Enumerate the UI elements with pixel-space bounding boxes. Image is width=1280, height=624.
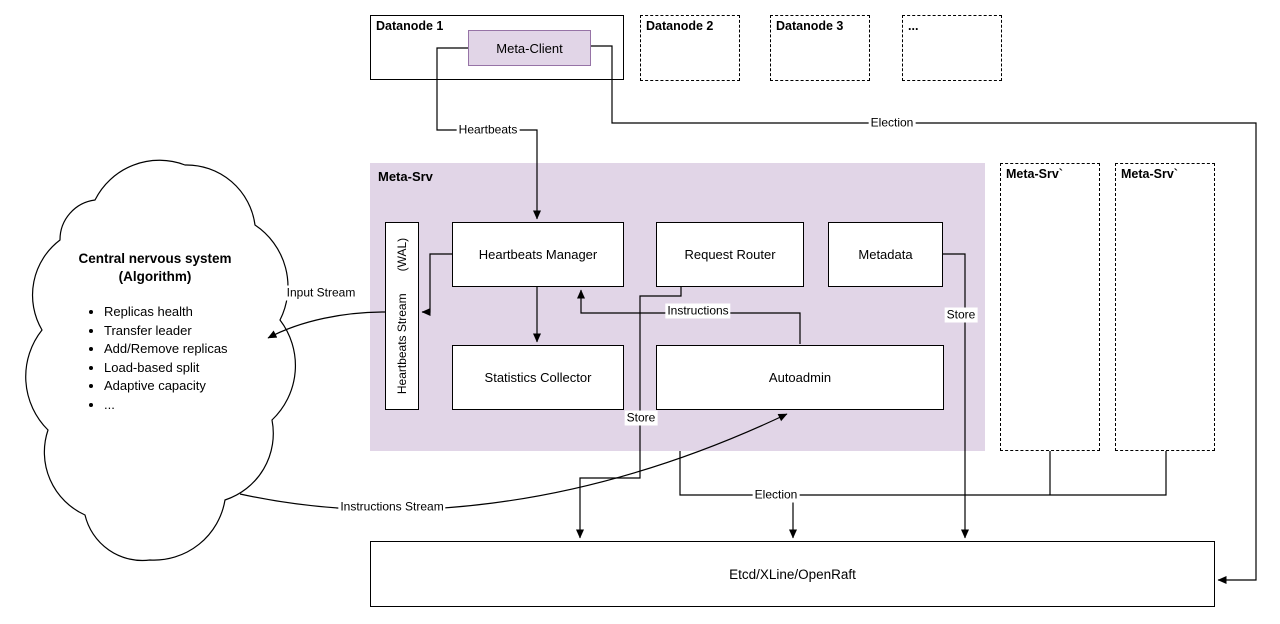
statistics-collector-label: Statistics Collector bbox=[484, 370, 592, 385]
cloud-item: Add/Remove replicas bbox=[104, 340, 288, 359]
cloud-title: Central nervous system (Algorithm) bbox=[45, 250, 265, 286]
datanode-more-box: ... bbox=[902, 15, 1002, 81]
cloud-item: Transfer leader bbox=[104, 322, 288, 341]
wal-label: Heartbeats Stream (WAL) bbox=[395, 224, 409, 408]
meta-srv-title: Meta-Srv bbox=[378, 169, 433, 184]
request-router-box: Request Router bbox=[656, 222, 804, 287]
datanode-1-label: Datanode 1 bbox=[376, 19, 444, 33]
meta-srv-standby-2-box: Meta-Srv` bbox=[1115, 163, 1215, 451]
cloud-title-line1: Central nervous system bbox=[78, 251, 232, 266]
heartbeats-stream-wal-box: Heartbeats Stream (WAL) bbox=[385, 222, 419, 410]
heartbeats-manager-box: Heartbeats Manager bbox=[452, 222, 624, 287]
instructions-edge-label: Instructions bbox=[665, 303, 731, 319]
meta-client-box: Meta-Client bbox=[468, 30, 591, 66]
meta-srv-standby-1-label: Meta-Srv` bbox=[1006, 167, 1063, 181]
cloud-item-list: Replicas health Transfer leader Add/Remo… bbox=[88, 303, 288, 414]
instructions-stream-edge-label: Instructions Stream bbox=[338, 499, 446, 515]
statistics-collector-box: Statistics Collector bbox=[452, 345, 624, 410]
heartbeats-manager-label: Heartbeats Manager bbox=[478, 247, 598, 262]
metadata-box: Metadata bbox=[828, 222, 943, 287]
cloud-item: Adaptive capacity bbox=[104, 377, 288, 396]
store-metadata-edge-label: Store bbox=[944, 307, 978, 323]
wal-label-main: Heartbeats Stream bbox=[395, 293, 409, 395]
datanode-2-box: Datanode 2 bbox=[640, 15, 740, 81]
storage-box: Etcd/XLine/OpenRaft bbox=[370, 541, 1215, 607]
storage-label: Etcd/XLine/OpenRaft bbox=[729, 566, 856, 582]
meta-srv-standby-2-label: Meta-Srv` bbox=[1121, 167, 1178, 181]
cloud-item: Replicas health bbox=[104, 303, 288, 322]
cloud-item: ... bbox=[104, 396, 288, 415]
wal-label-sub: (WAL) bbox=[395, 237, 409, 272]
meta-client-label: Meta-Client bbox=[496, 40, 563, 56]
input-stream-edge-label: Input Stream bbox=[284, 285, 358, 301]
meta-srv-standby-1-box: Meta-Srv` bbox=[1000, 163, 1100, 451]
datanode-3-box: Datanode 3 bbox=[770, 15, 870, 81]
cloud-item: Load-based split bbox=[104, 359, 288, 378]
store-router-edge-label: Store bbox=[624, 410, 658, 426]
election-bottom-edge-label: Election bbox=[752, 487, 800, 503]
heartbeats-edge-label: Heartbeats bbox=[456, 122, 520, 138]
election-top-edge-label: Election bbox=[868, 115, 916, 131]
request-router-label: Request Router bbox=[684, 247, 776, 262]
datanode-3-label: Datanode 3 bbox=[776, 19, 844, 33]
datanode-more-label: ... bbox=[908, 19, 919, 33]
cloud-title-line2: (Algorithm) bbox=[118, 269, 192, 284]
autoadmin-box: Autoadmin bbox=[656, 345, 944, 410]
datanode-2-label: Datanode 2 bbox=[646, 19, 714, 33]
metadata-label: Metadata bbox=[858, 247, 913, 262]
autoadmin-label: Autoadmin bbox=[768, 370, 832, 385]
